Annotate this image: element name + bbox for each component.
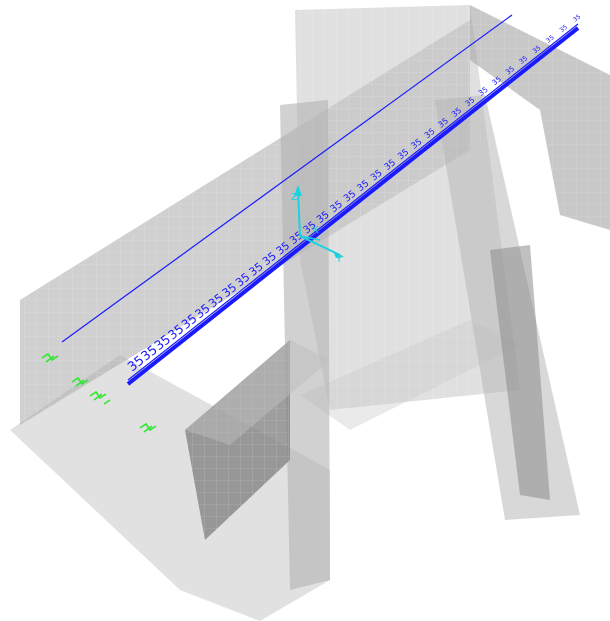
axis-x-label: X (312, 225, 319, 236)
wall-front-top[interactable] (185, 340, 330, 445)
floor-slab-left[interactable] (10, 355, 330, 621)
beam-top-edge[interactable] (61, 14, 513, 343)
beam-segment-label: 35 (559, 24, 570, 34)
plate-vertical[interactable] (280, 100, 330, 590)
beam-segment-labels: 3535353535353535353535353535353535353535… (125, 13, 582, 375)
plate-right-dark[interactable] (490, 245, 550, 500)
beam-segment-label: 35 (504, 64, 517, 77)
beam-segment-label: 35 (544, 33, 555, 44)
beam-main[interactable]: 3535353535353535353535353535353535353535… (125, 13, 582, 386)
beam-segment-label: 35 (518, 54, 530, 66)
beam-segment-label: 35 (436, 115, 450, 129)
support-icon[interactable] (71, 376, 89, 387)
beam-segment-label: 35 (572, 13, 582, 23)
support-icon[interactable] (41, 352, 59, 363)
beam-segment-label: 35 (531, 44, 543, 55)
support-icon[interactable] (139, 422, 157, 433)
support-icon[interactable] (89, 390, 111, 405)
axis-y-label: Y (335, 254, 343, 265)
axis-z-label: Z (291, 192, 298, 203)
local-axes-triad: Z Y X (291, 185, 344, 265)
